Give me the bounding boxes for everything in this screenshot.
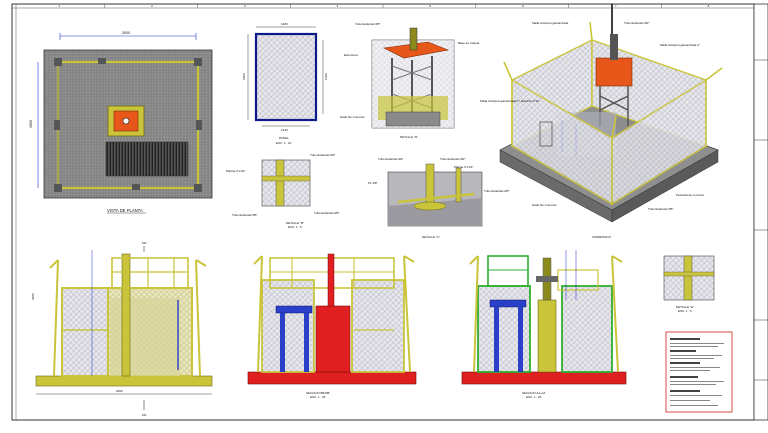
plan-grating [105, 141, 189, 177]
grid-number: 4 [337, 4, 339, 8]
elev1-side-label: 3000 [31, 293, 35, 300]
section-a-pedestal [537, 299, 557, 373]
detail-e-view: DETALLE "E" ESC: 1 : 5 [663, 255, 715, 313]
detail-d-label-0: Tubo Estándar Ø5" [355, 22, 380, 26]
detail-c-label-0: Tubo Estándar Ø2" [378, 157, 403, 161]
section-a-base [461, 371, 627, 385]
detail-c-view: Tubo Estándar Ø2" Tubo Estándar Ø2" Plat… [368, 157, 509, 239]
detail-b-label-3: Tubo Estándar Ø5" [314, 211, 339, 215]
plan-dim-top: 3000 [122, 31, 130, 35]
elevation-1-view: 3000 MC MC 3000 [31, 241, 213, 417]
elev1-base [35, 375, 213, 387]
section-a-scale: ESC: 1 : 25 [526, 395, 542, 399]
section-a-view: SECCION AA-AA ESC: 1 : 25 [461, 250, 627, 399]
detail-d-title: DETALLE "D" [400, 135, 418, 139]
section-b-pedestal [315, 305, 351, 373]
section-a-title: SECCION AA-AA [522, 391, 545, 395]
panel-dim-bottom: 1240 [281, 128, 288, 132]
panel-scale: ESC: 1 : 10 [276, 141, 292, 145]
detail-e-title: DETALLE "E" [676, 305, 694, 309]
iso-label-4: Dado De Concreto [532, 203, 557, 207]
section-b-beam [275, 305, 313, 314]
iso-label-6: Tubo Estándar Ø5" [648, 207, 673, 211]
grid-number: 1 [58, 4, 60, 8]
elev1-panel-left [61, 287, 109, 377]
iso-label-2: Malla ciclópica galvanizada 2" [660, 43, 700, 47]
grid-number: 3 [244, 4, 246, 8]
title-strip [753, 3, 768, 421]
grid-numbers: 1 2 3 4 5 6 7 8 [58, 4, 710, 8]
panel-dim-side: 1800 [242, 73, 246, 80]
detail-c-label-1: Tubo Estándar Ø2" [440, 157, 465, 161]
section-a-beam [489, 299, 527, 308]
section-b-scale: ESC: 1 : 25 [310, 395, 326, 399]
detail-d-label-3: Dado De Concreto [340, 115, 365, 119]
panel-title: PANEL [279, 136, 289, 140]
plan-view: 3000 3000 VISTA DE PLANTA [29, 31, 213, 214]
panel-dim-side2: 1200 [324, 73, 328, 80]
detail-c-title: DETALLE "C" [422, 235, 440, 239]
detail-c-label-2: Platina 3"x1/4" [454, 165, 473, 169]
elev1-mark-top: MC [142, 241, 147, 245]
detail-b-view: Tubo Estándar Ø2" Platina 3"x1/4" Tubo E… [226, 153, 339, 229]
iso-label-1: Tubo Estándar Ø2" [624, 21, 649, 25]
elev1-dim-bottom: 3000 [116, 389, 123, 393]
iso-title: ISOMETRICO [592, 235, 612, 239]
detail-d-label-2: Estructura [344, 53, 358, 57]
detail-c-label-4: PL 3/8" [368, 181, 378, 185]
detail-b-label-1: Platina 3"x1/4" [226, 169, 245, 173]
detail-d-tube [409, 27, 418, 51]
panel-frame [254, 32, 318, 122]
grid-number: 7 [615, 4, 617, 8]
detail-b-title: DETALLE "B" [286, 221, 304, 225]
detail-d-view: Tubo Estándar Ø5" Base de Caseta Estruct… [340, 22, 480, 139]
detail-b-label-2: Tubo Estándar Ø5" [232, 213, 257, 217]
iso-label-5: Pedestal de concreto [676, 193, 705, 197]
section-b-view: SECCION BB-BB ESC: 1 : 25 [247, 253, 417, 399]
iso-base [595, 57, 633, 87]
isometric-view: Malla ciclópica galvanizada Tubo Estánda… [480, 4, 723, 239]
grid-number: 2 [151, 4, 153, 8]
panel-dim-top: 1280 [281, 22, 288, 26]
detail-b-label-0: Tubo Estándar Ø2" [310, 153, 335, 157]
iso-label-0: Malla ciclópica galvanizada [532, 21, 569, 25]
plan-title: VISTA DE PLANTA [107, 208, 143, 213]
detail-c-label-3: Tubo Estándar Ø5" [484, 189, 509, 193]
iso-label-3: Malla ciclópica galvanizada 2" alambre N… [480, 99, 539, 103]
panel-view: 1280 1800 1200 1240 PANEL ESC: 1 : 10 [242, 22, 328, 145]
detail-b-scale: ESC: 1 : 5 [288, 225, 302, 229]
grid-number: 5 [429, 4, 431, 8]
grid-number: 6 [522, 4, 524, 8]
elev1-post-center [121, 253, 131, 377]
section-b-title: SECCION BB-BB [306, 391, 330, 395]
detail-d-label-1: Base de Caseta [458, 41, 480, 45]
plan-dim-side: 3000 [29, 120, 33, 128]
elev1-mark-bottom: MC [142, 413, 147, 417]
grid-number: 8 [708, 4, 710, 8]
detail-e-scale: ESC: 1 : 5 [678, 309, 692, 313]
section-b-base [247, 371, 417, 385]
notes-box [665, 331, 733, 413]
iso-tube [610, 34, 618, 60]
